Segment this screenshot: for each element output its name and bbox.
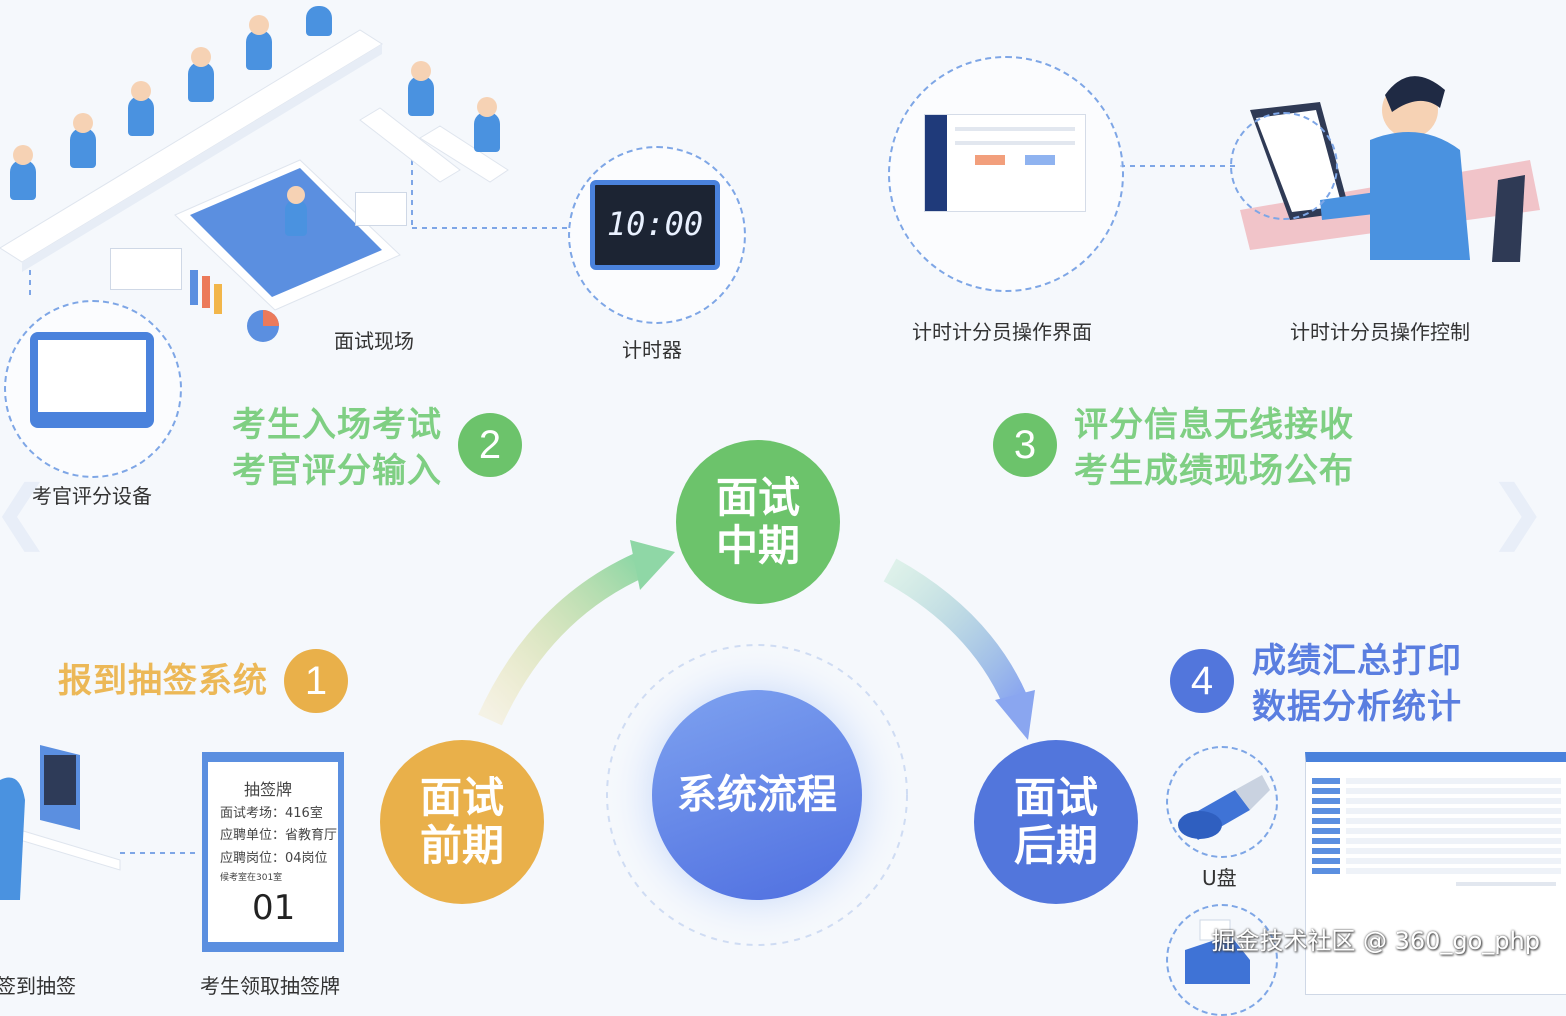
step3-text: 评分信息无线接收 考生成绩现场公布 <box>1074 402 1354 494</box>
checkin-draw-label: 签到抽签 <box>0 974 76 998</box>
center-system-flow-circle: 系统流程 <box>652 690 862 900</box>
usb-label: U盘 <box>1202 866 1237 890</box>
examiner-device-circle <box>4 300 182 478</box>
watermark-text: 掘金技术社区 @ 360_go_php <box>1211 927 1540 955</box>
tablet-icon <box>30 332 154 428</box>
step2-line2: 考官评分输入 <box>232 451 442 491</box>
ticket-title: 抽签牌 <box>244 780 293 799</box>
phase-mid-circle: 面试 中期 <box>676 440 840 604</box>
timer-label: 计时器 <box>622 338 682 362</box>
step4-number-badge: 4 <box>1170 649 1234 713</box>
prev-slide-icon[interactable]: ❮ <box>0 470 51 552</box>
arrow-mid-to-late <box>883 558 1027 706</box>
step2-line1: 考生入场考试 <box>232 405 442 445</box>
mini-chart-card <box>355 192 407 226</box>
timer-circle: 10:00 <box>568 146 746 324</box>
step4-line1: 成绩汇总打印 <box>1252 641 1462 681</box>
phase-mid-line1: 面试 <box>715 473 800 522</box>
scorer-ui-label: 计时计分员操作界面 <box>912 320 1092 344</box>
timer-icon: 10:00 <box>590 180 720 270</box>
step3-number-badge: 3 <box>993 413 1057 477</box>
lottery-ticket-card: 抽签牌 面试考场：416室 应聘单位：省教育厅 应聘岗位：04岗位 候考室在30… <box>202 752 344 952</box>
timer-display: 10:00 <box>606 205 704 243</box>
step2-number-badge: 2 <box>458 413 522 477</box>
usb-circle <box>1166 746 1278 858</box>
phase-early-line2: 前期 <box>419 821 504 870</box>
scorer-ui-circle <box>888 56 1124 292</box>
ticket-unit: 应聘单位：省教育厅 <box>220 828 338 843</box>
ticket-room: 面试考场：416室 <box>220 806 323 821</box>
step1-number-badge: 1 <box>284 649 348 713</box>
candidate-ticket-label: 考生领取抽签牌 <box>200 974 340 998</box>
scorer-control-label: 计时计分员操作控制 <box>1290 320 1470 344</box>
phase-late-line1: 面试 <box>1013 773 1098 822</box>
step2-text: 考生入场考试 考官评分输入 <box>232 402 442 494</box>
phase-early-line1: 面试 <box>419 773 504 822</box>
ticket-post: 应聘岗位：04岗位 <box>220 851 328 866</box>
examiner-device-label: 考官评分设备 <box>32 484 152 508</box>
step4-text: 成绩汇总打印 数据分析统计 <box>1252 638 1462 730</box>
report-table-screenshot <box>1305 752 1566 995</box>
step1-text: 报到抽签系统 <box>58 661 268 701</box>
phase-mid-line2: 中期 <box>715 521 800 570</box>
step3-line2: 考生成绩现场公布 <box>1074 451 1354 491</box>
ticket-number: 01 <box>252 888 296 928</box>
interview-site-label: 面试现场 <box>334 329 414 353</box>
phase-late-circle: 面试 后期 <box>974 740 1138 904</box>
arrow-early-to-mid <box>478 553 646 726</box>
phase-late-line2: 后期 <box>1013 821 1098 870</box>
mini-report-card <box>110 248 182 290</box>
scorer-control-circle <box>1230 112 1338 220</box>
scorer-ui-screenshot <box>924 114 1086 212</box>
center-label: 系统流程 <box>677 772 837 818</box>
ticket-note: 候考室在301室 <box>220 873 283 883</box>
phase-early-circle: 面试 前期 <box>380 740 544 904</box>
step4-line2: 数据分析统计 <box>1252 687 1462 727</box>
step3-line1: 评分信息无线接收 <box>1074 405 1354 445</box>
next-slide-icon[interactable]: ❯ <box>1488 470 1547 552</box>
